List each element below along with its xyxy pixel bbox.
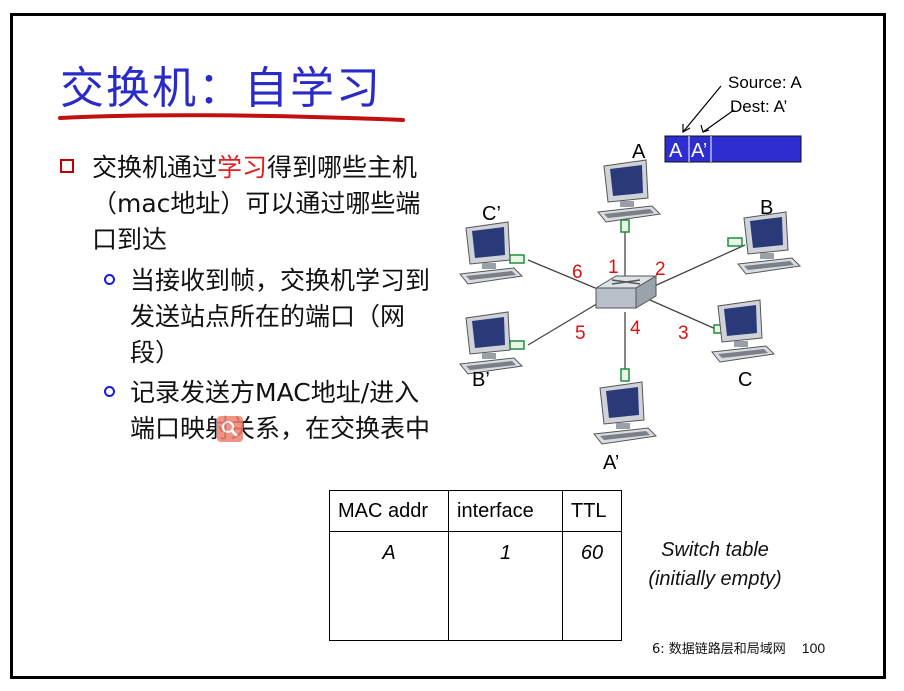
host-a-computer-icon xyxy=(597,159,661,223)
host-label-b: B xyxy=(760,197,773,219)
links xyxy=(527,230,746,375)
host-b-computer-icon xyxy=(737,211,801,275)
header-ttl: TTL xyxy=(562,490,622,532)
frame-annotation-arrows xyxy=(682,85,735,134)
switch-table: MAC addr interface TTL A 1 60 xyxy=(329,490,622,641)
main-bullet-pre: 交换机通过 xyxy=(92,153,218,182)
host-label-c: C xyxy=(738,369,752,391)
main-bullet-highlight: 学习 xyxy=(217,153,268,182)
ethernet-frame: A A’ xyxy=(664,135,802,163)
main-bullet-post: 得到哪些主机（mac地址）可以通过哪些端口到达 xyxy=(92,153,421,254)
switch-table-caption: Switch table (initially empty) xyxy=(640,536,790,594)
sub-bullet-2: 记录发送方MAC地址/进入端口映射关系，在交换表中 xyxy=(104,375,434,485)
title-underline xyxy=(58,113,405,122)
port-label-6: 6 xyxy=(572,262,583,283)
circle-bullet-icon xyxy=(104,274,115,285)
frame-src-field: A xyxy=(669,140,683,162)
header-mac-addr: MAC addr xyxy=(329,490,449,532)
caption-line-2: (initially empty) xyxy=(648,568,782,590)
host-c-computer-icon xyxy=(711,299,775,363)
switch-icon xyxy=(594,275,658,309)
cell-interface: 1 xyxy=(448,531,563,641)
host-label-b-prime: B’ xyxy=(472,369,490,391)
caption-line-1: Switch table xyxy=(661,539,769,561)
cell-ttl: 60 xyxy=(562,531,622,641)
port-label-1: 1 xyxy=(608,257,619,278)
frame-source-annotation: Source: A xyxy=(728,73,802,92)
page-number: 100 xyxy=(801,640,826,656)
host-a-prime-computer-icon xyxy=(593,381,657,445)
port-label-4: 4 xyxy=(630,318,641,339)
port-label-5: 5 xyxy=(575,323,586,344)
host-label-a-prime: A’ xyxy=(603,452,619,474)
cell-mac-addr: A xyxy=(329,531,449,641)
footer-chapter: 6: 数据链路层和局域网 xyxy=(652,642,786,657)
main-bullet-text: 交换机通过学习得到哪些主机（mac地址）可以通过哪些端口到达 xyxy=(92,150,422,258)
table-row: A 1 60 xyxy=(329,531,622,641)
slide-title: 交换机：自学习 xyxy=(60,63,382,114)
sub-bullet-2-text: 记录发送方MAC地址/进入端口映射关系，在交换表中 xyxy=(130,378,431,443)
square-bullet-icon xyxy=(60,159,74,173)
circle-bullet-icon xyxy=(104,386,115,397)
magnifier-icon[interactable] xyxy=(217,416,243,442)
header-interface: interface xyxy=(448,490,563,532)
switch-table-header: MAC addr interface TTL xyxy=(329,490,622,532)
slide-footer: 6: 数据链路层和局域网 100 xyxy=(652,638,825,657)
host-c-prime-computer-icon xyxy=(459,221,523,285)
frame-dst-field: A’ xyxy=(691,140,707,162)
host-label-c-prime: C’ xyxy=(482,203,501,225)
port-label-2: 2 xyxy=(655,259,666,280)
sub-bullet-1: 当接收到帧，交换机学习到发送站点所在的端口（网段） xyxy=(104,263,434,373)
frame-dest-annotation: Dest: A’ xyxy=(730,97,787,116)
host-label-a: A xyxy=(632,141,646,163)
sub-bullet-1-text: 当接收到帧，交换机学习到发送站点所在的端口（网段） xyxy=(130,266,431,367)
port-label-3: 3 xyxy=(678,323,689,344)
